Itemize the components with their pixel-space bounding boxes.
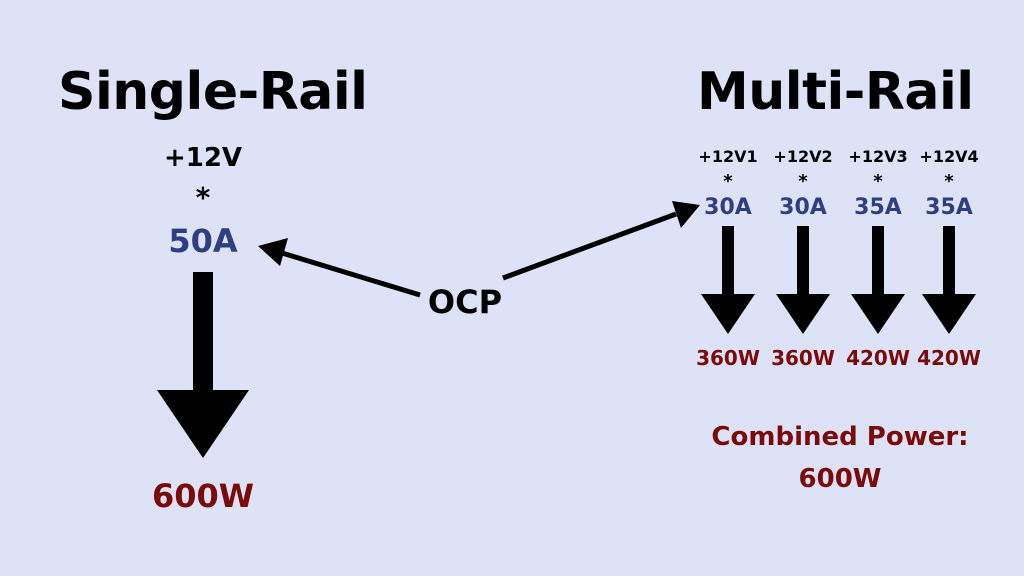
ocp-arrow-left	[258, 238, 421, 298]
rail-2-current: 30A	[779, 195, 827, 220]
rail-3-current: 35A	[854, 195, 902, 220]
rail-1-multiplier: *	[723, 171, 733, 192]
single-rail-voltage: +12V	[163, 143, 243, 173]
rail-3-voltage: +12V3	[848, 147, 908, 166]
rail-1-voltage: +12V1	[698, 147, 758, 166]
single-rail-current: 50A	[168, 222, 238, 260]
multi-rail-down-arrow-3	[851, 226, 905, 334]
rail-4-voltage: +12V4	[919, 147, 979, 166]
multi-rail-down-arrow-1	[701, 226, 755, 334]
rail-2-multiplier: *	[798, 171, 808, 192]
multi-rail-title: Multi-Rail	[697, 62, 974, 122]
combined-power-label: Combined Power:	[711, 422, 969, 452]
rail-1-current: 30A	[704, 195, 752, 220]
rail-4-multiplier: *	[944, 171, 954, 192]
rail-3-multiplier: *	[873, 171, 883, 192]
single-rail-down-arrow	[157, 272, 249, 458]
multi-rail-down-arrow-2	[776, 226, 830, 334]
rail-2-voltage: +12V2	[773, 147, 833, 166]
single-rail-multiplier: *	[195, 181, 211, 214]
single-rail-title: Single-Rail	[58, 62, 368, 122]
multi-rail-down-arrow-4	[922, 226, 976, 334]
ocp-label: OCP	[427, 283, 503, 321]
rail-4-current: 35A	[925, 195, 973, 220]
rail-1-power: 360W	[696, 346, 760, 370]
rail-4-power: 420W	[917, 346, 981, 370]
single-rail-power: 600W	[151, 477, 255, 515]
rail-2-power: 360W	[771, 346, 835, 370]
ocp-arrow-right	[502, 201, 700, 281]
combined-power-value: 600W	[798, 464, 882, 494]
rail-3-power: 420W	[846, 346, 910, 370]
